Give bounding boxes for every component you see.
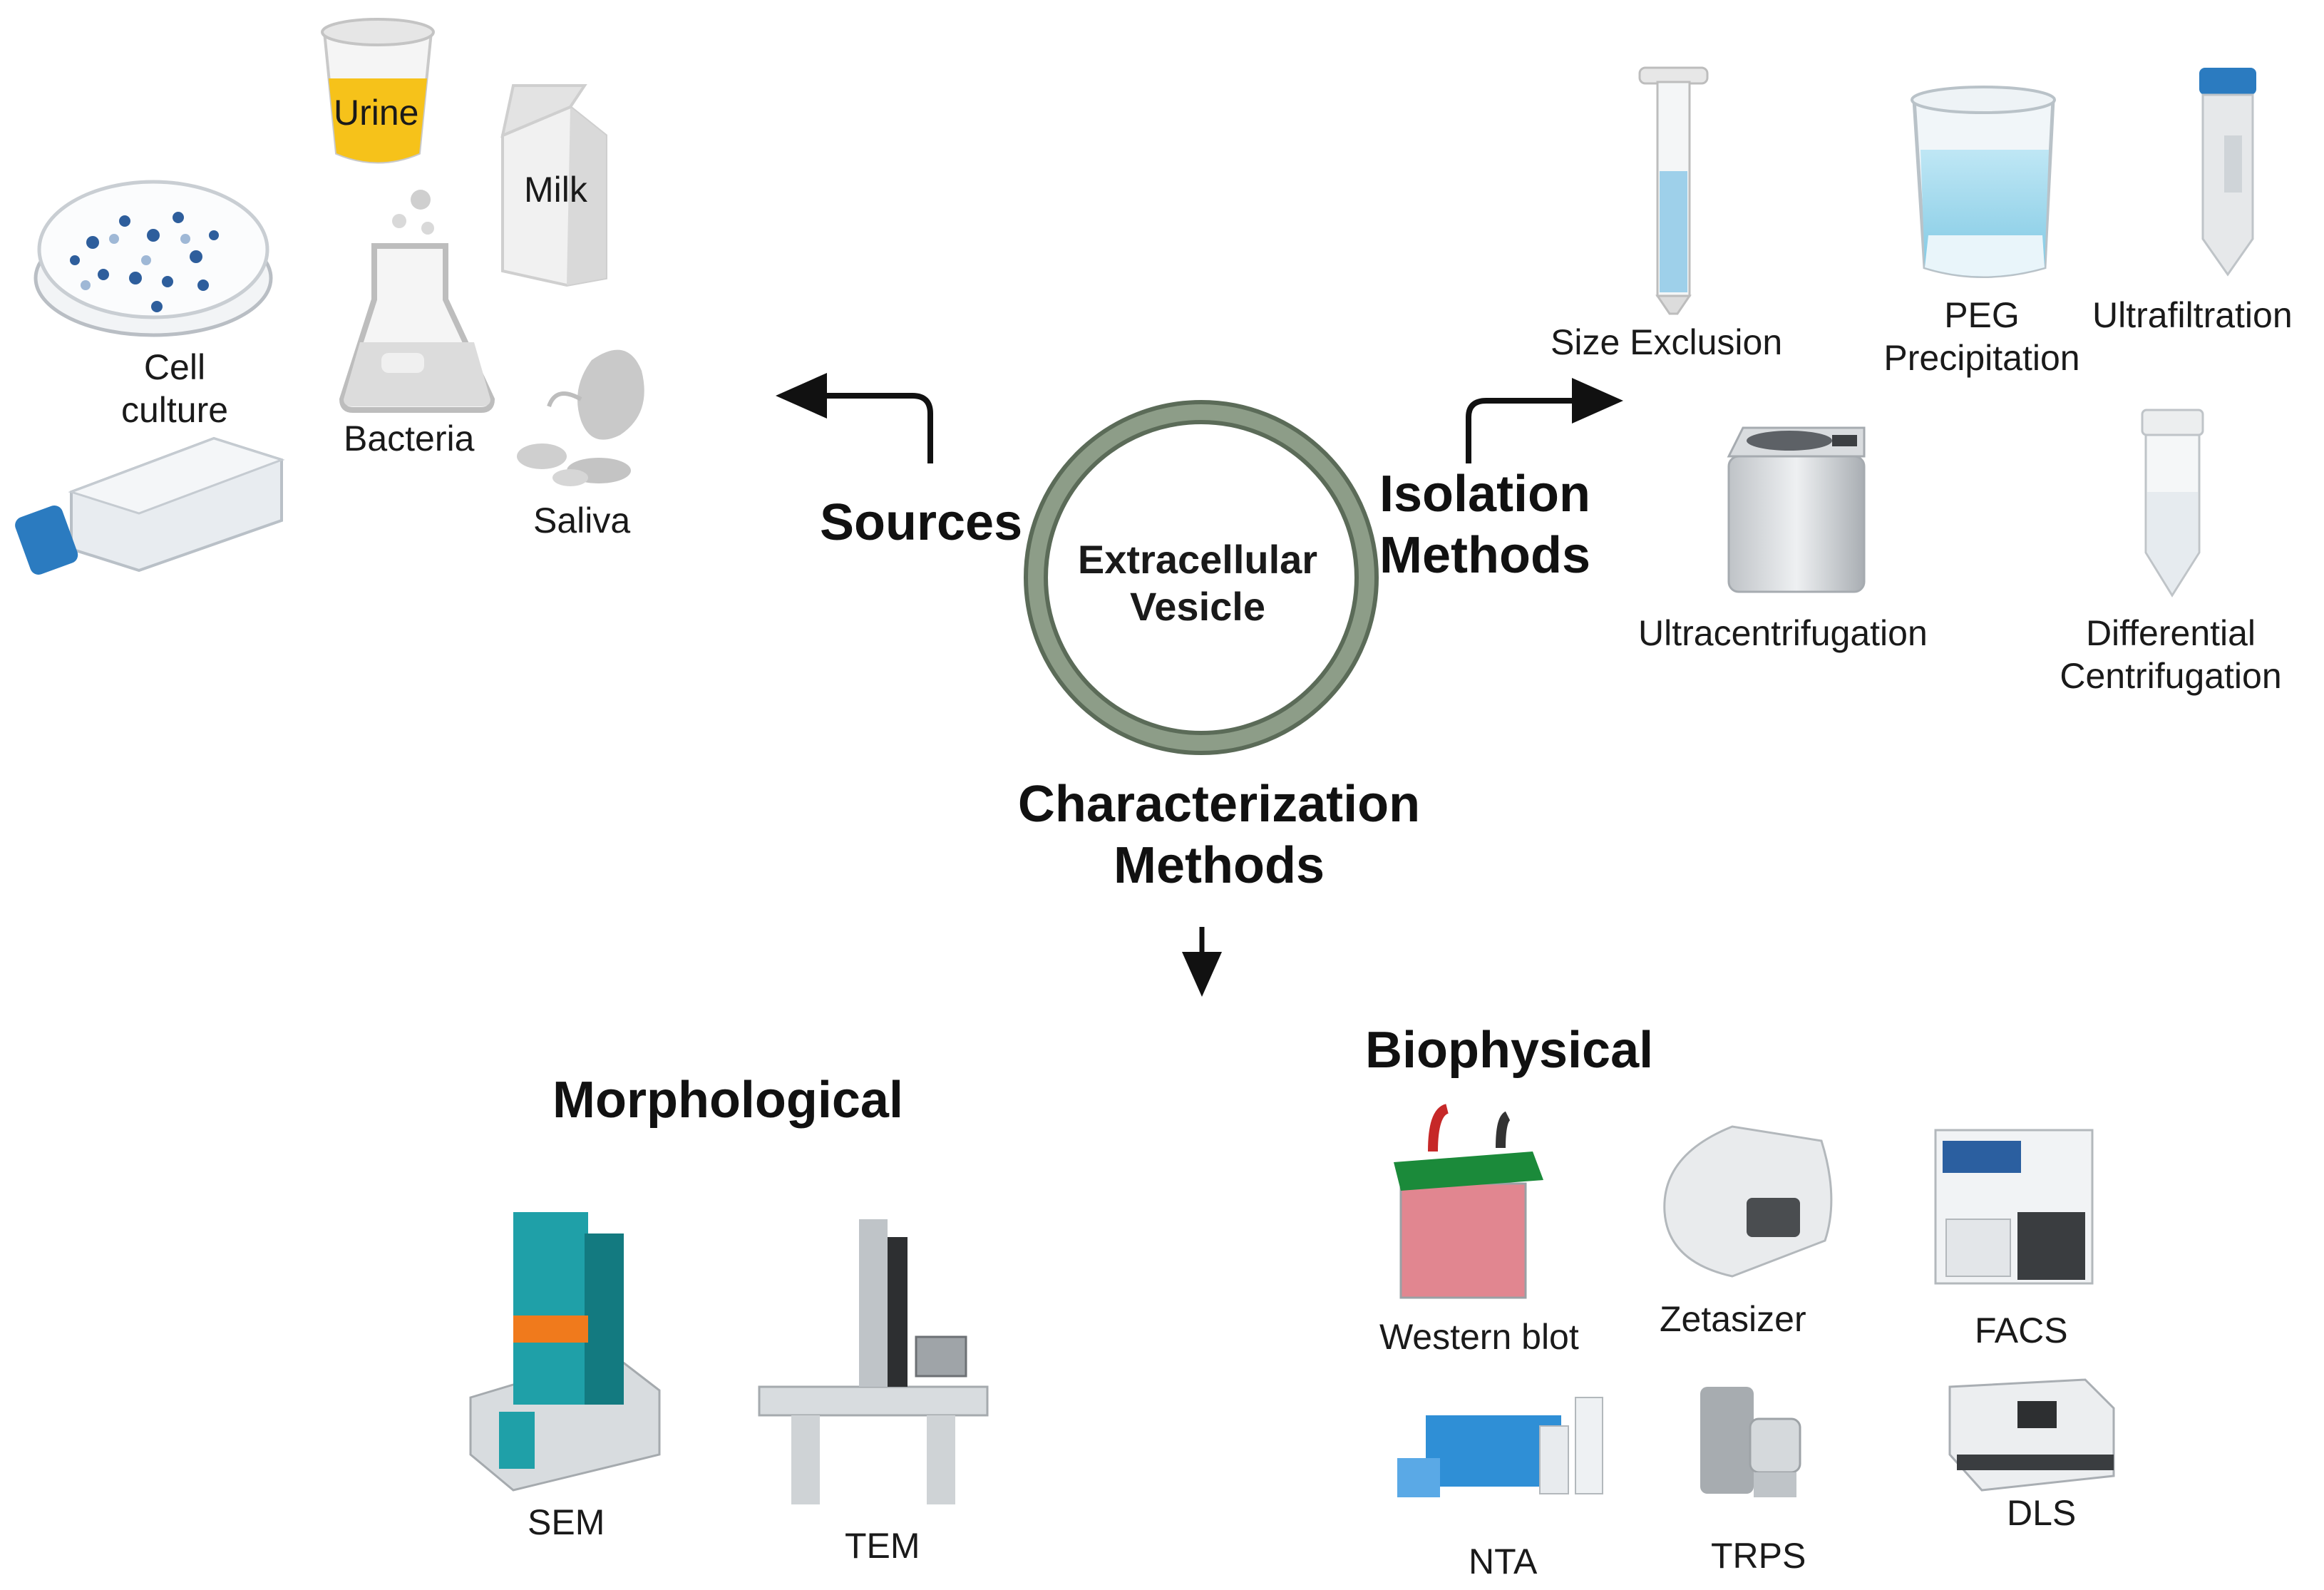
label-cell-culture: Cell culture: [120, 347, 229, 430]
label-peg: PEG Precipitation: [1883, 295, 2080, 378]
isolation-arrow: [1466, 378, 1623, 463]
characterization-header: Characterization Methods: [1017, 776, 1421, 894]
size-exclusion-column-icon: [1638, 66, 1709, 315]
western-blot-icon: [1394, 1104, 1543, 1299]
label-trps: TRPS: [1711, 1536, 1806, 1576]
ultracentrifuge-icon: [1727, 426, 1866, 593]
tem-microscope-icon: [758, 1219, 989, 1504]
milk-carton-icon: [500, 84, 607, 287]
label-zetasizer: Zetasizer: [1660, 1299, 1806, 1339]
label-size-exclusion: Size Exclusion: [1551, 322, 1783, 362]
facs-icon: [1934, 1129, 2094, 1285]
trps-icon: [1700, 1387, 1801, 1497]
bacteria-flask-icon: [339, 190, 495, 413]
label-urine: Urine: [334, 93, 419, 133]
ultrafiltration-tube-icon: [2199, 68, 2256, 277]
label-tem: TEM: [845, 1526, 920, 1566]
label-facs: FACS: [1975, 1311, 2068, 1350]
saliva-glands-icon: [517, 349, 644, 486]
label-differential: Differential Centrifugation: [2060, 613, 2282, 696]
nta-icon: [1397, 1397, 1603, 1497]
petri-dish-icon: [34, 180, 273, 337]
label-bacteria: Bacteria: [344, 419, 475, 458]
label-ultracentrifugation: Ultracentrifugation: [1638, 613, 1928, 653]
label-sem: SEM: [528, 1502, 605, 1542]
label-nta: NTA: [1469, 1542, 1538, 1581]
label-western-blot: Western blot: [1379, 1317, 1579, 1357]
culture-flask-icon: [15, 436, 285, 575]
label-saliva: Saliva: [533, 501, 631, 540]
label-dls: DLS: [2007, 1493, 2077, 1533]
zetasizer-icon: [1663, 1125, 1833, 1278]
isolation-header: Isolation Methods: [1379, 466, 1591, 584]
urine-cup-icon: [321, 18, 435, 164]
morphological-header: Morphological: [552, 1072, 903, 1129]
peg-beaker-icon: [1911, 86, 2056, 278]
vesicle-ring: [1024, 400, 1379, 755]
sources-arrow: [776, 373, 933, 463]
sources-header: Sources: [820, 494, 1023, 551]
sem-microscope-icon: [469, 1212, 661, 1492]
biophysical-header: Biophysical: [1365, 1022, 1654, 1079]
dls-icon: [1948, 1378, 2115, 1492]
differential-tube-icon: [2141, 409, 2204, 597]
label-milk: Milk: [524, 170, 587, 210]
vesicle-title: Extracellular Vesicle: [1077, 537, 1318, 629]
label-ultrafiltration: Ultrafiltration: [2092, 295, 2293, 335]
